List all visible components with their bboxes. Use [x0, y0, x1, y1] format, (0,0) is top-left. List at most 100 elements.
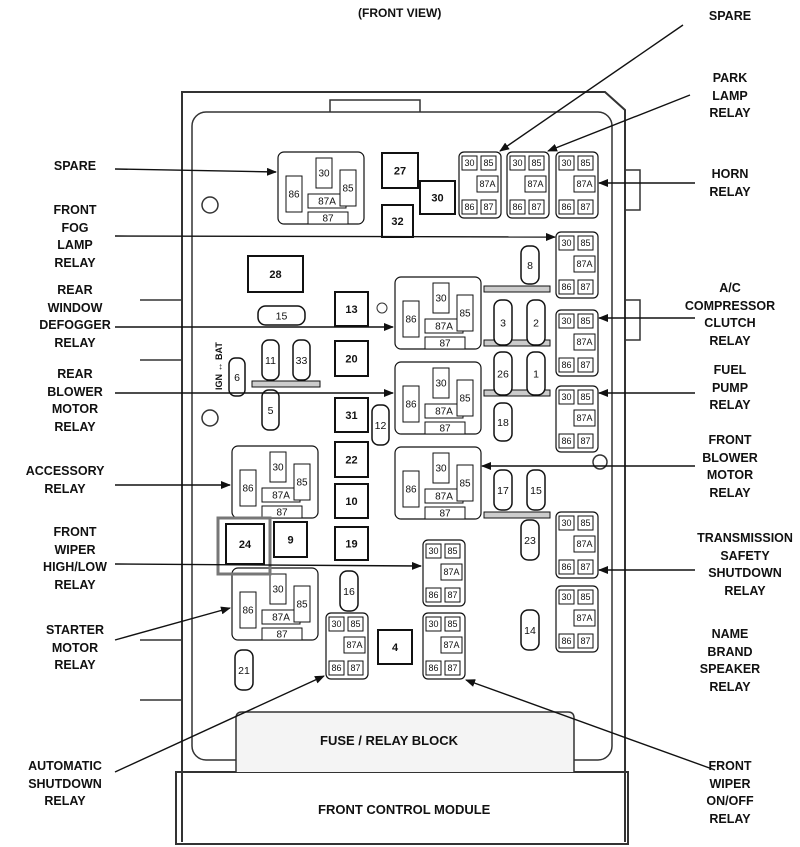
- pin-85-box: [456, 294, 474, 332]
- pin-87a-label: 87A: [576, 337, 592, 347]
- pin-85-box: [456, 464, 474, 502]
- fuse-number: 8: [527, 260, 533, 272]
- pin-85-box: [577, 515, 594, 531]
- mini-fuse: 26: [493, 351, 513, 396]
- pin-86-box: [461, 199, 478, 215]
- callout-front-blower-motor-relay: FRONT BLOWER MOTOR RELAY: [702, 433, 758, 500]
- callout-rear-blower-motor-relay: REAR BLOWER MOTOR RELAY: [47, 367, 103, 434]
- mini-fuse: 2: [526, 299, 546, 346]
- fuse-24-frame: [216, 516, 272, 576]
- fuse-body: [493, 351, 513, 396]
- pin-86-label: 86: [428, 663, 438, 673]
- pin-85-label: 85: [447, 546, 457, 556]
- pin-85-box: [577, 389, 594, 405]
- fuse-body: [419, 180, 456, 215]
- pin-87a-box: [524, 175, 547, 193]
- pin-86-label: 86: [242, 606, 254, 617]
- cartridge-fuse: 20: [334, 340, 369, 377]
- pin-87-label: 87: [580, 636, 590, 646]
- pin-85-box: [444, 543, 461, 559]
- fuse-body: [247, 255, 304, 293]
- pin-87a-label: 87A: [576, 179, 592, 189]
- pin-87-box: [444, 587, 461, 603]
- fuse-body: [339, 570, 359, 612]
- pin-87a-box: [573, 409, 596, 427]
- pin-87-label: 87: [580, 202, 590, 212]
- pin-30-label: 30: [561, 592, 571, 602]
- fuse-number: 27: [394, 166, 406, 178]
- mini-fuse: 33: [292, 339, 311, 381]
- fuse-number: 33: [296, 355, 308, 367]
- callout-arrow: [499, 24, 684, 152]
- pin-86-box: [328, 660, 345, 676]
- housing: [140, 91, 641, 845]
- pin-86-label: 86: [405, 485, 417, 496]
- pin-87a-label: 87A: [527, 179, 543, 189]
- pin-87-box: [480, 199, 497, 215]
- pin-85-label: 85: [580, 238, 590, 248]
- mini-fuse: 21: [234, 649, 254, 691]
- pin-87-label: 87: [276, 630, 288, 641]
- pin-86-box: [425, 587, 442, 603]
- pin-86-box: [285, 175, 303, 213]
- pin-86-label: 86: [405, 315, 417, 326]
- pin-85-label: 85: [580, 316, 590, 326]
- pin-85-box: [444, 616, 461, 632]
- cartridge-fuse: 24: [225, 523, 265, 565]
- fuse-body: [234, 649, 254, 691]
- pin-87-box: [577, 433, 594, 449]
- pin-85-label: 85: [459, 309, 471, 320]
- pin-87-label: 87: [447, 663, 457, 673]
- mini-fuse: 3: [493, 299, 513, 346]
- fuse-number: 30: [431, 193, 443, 205]
- pin-87a-box: [573, 255, 596, 273]
- fuse-number: 28: [269, 269, 281, 281]
- pin-30-box: [432, 367, 450, 399]
- pin-30-box: [425, 616, 442, 632]
- pin-30-label: 30: [435, 464, 447, 475]
- fuse-body: [228, 357, 246, 397]
- mini-fuse: 11: [261, 339, 280, 381]
- pin-30-label: 30: [561, 518, 571, 528]
- pin-85-label: 85: [580, 392, 590, 402]
- pin-87a-label: 87A: [576, 413, 592, 423]
- fuse-body: [334, 483, 369, 519]
- pin-87a-box: [343, 636, 366, 654]
- pin-86-box: [558, 559, 575, 575]
- fuse-body: [334, 340, 369, 377]
- fuse-number: 22: [345, 455, 357, 467]
- pin-86-box: [558, 357, 575, 373]
- pin-87a-box: [573, 333, 596, 351]
- fuse-number: 4: [392, 642, 399, 654]
- pin-30-label: 30: [435, 379, 447, 390]
- callout-ac-compressor-clutch-relay: A/C COMPRESSOR CLUTCH RELAY: [684, 281, 776, 348]
- pin-30-label: 30: [561, 158, 571, 168]
- pin-87-label: 87: [350, 663, 360, 673]
- pin-86-label: 86: [242, 484, 254, 495]
- bus-bar: [251, 380, 321, 388]
- bus-bar: [483, 389, 551, 397]
- pin-85-box: [347, 616, 364, 632]
- pin-85-box: [480, 155, 497, 171]
- callout-arrow: [114, 561, 422, 570]
- pin-87-label: 87: [439, 509, 451, 520]
- mini-fuse: 15: [257, 305, 306, 326]
- pin-30-label: 30: [272, 463, 284, 474]
- mini-fuse: 12: [371, 404, 390, 446]
- pin-87a-label: 87A: [576, 259, 592, 269]
- callout-transmission-safety-shutdown-relay: TRANSMISSION SAFETY SHUTDOWN RELAY: [697, 531, 793, 598]
- fuse-body: [377, 629, 413, 665]
- pin-30-label: 30: [435, 294, 447, 305]
- pin-86-box: [558, 433, 575, 449]
- callout-front-fog-lamp-relay: FRONT FOG LAMP RELAY: [53, 203, 97, 270]
- pin-87a-box: [573, 609, 596, 627]
- pin-87a-label: 87A: [479, 179, 495, 189]
